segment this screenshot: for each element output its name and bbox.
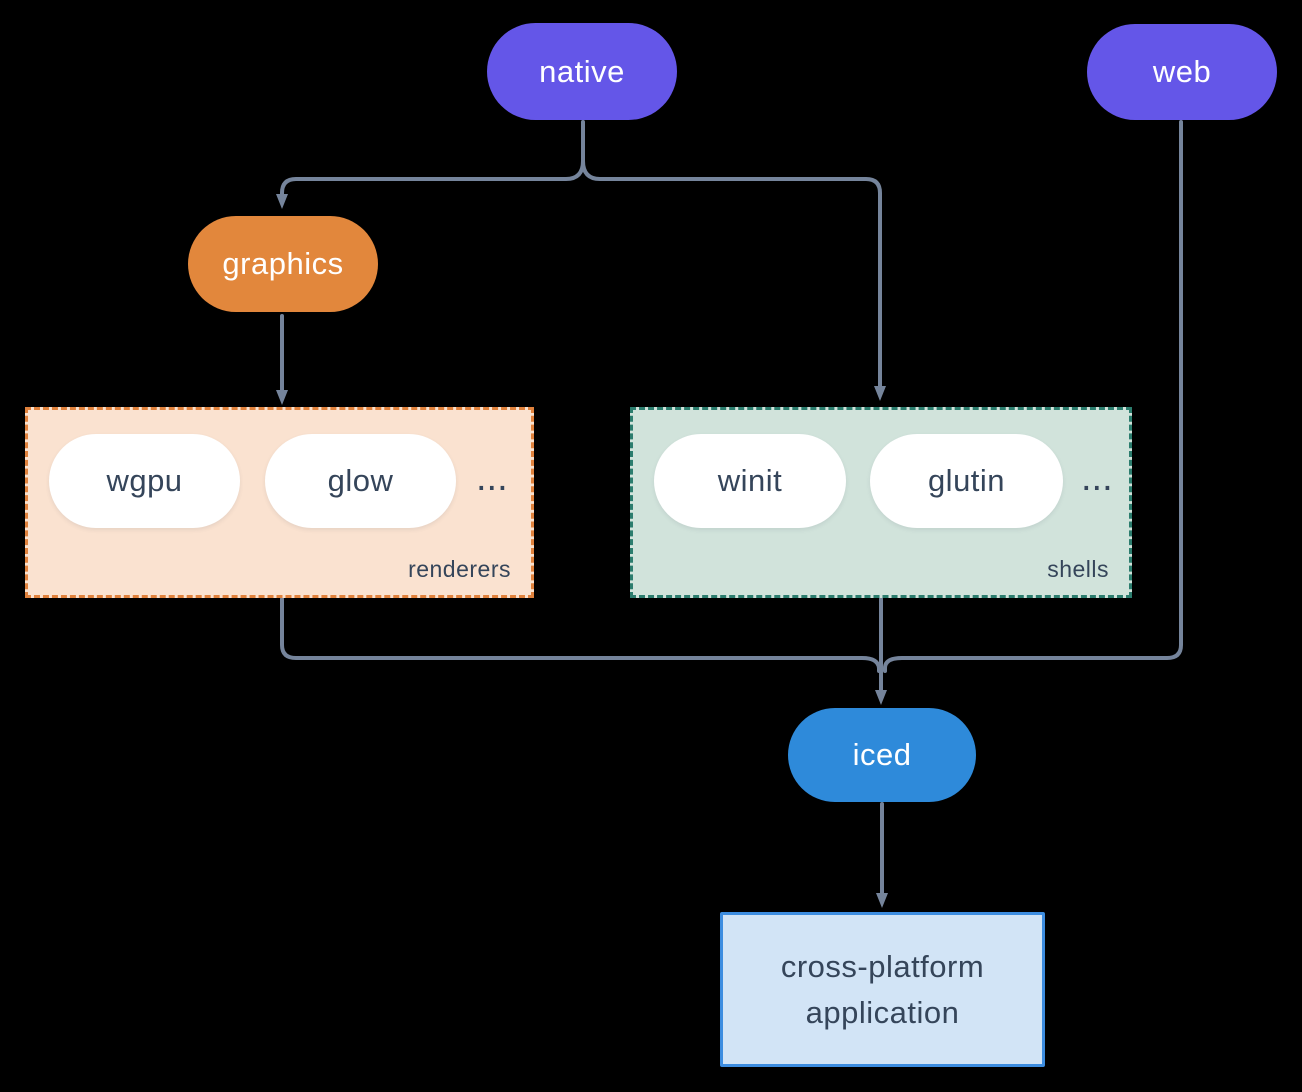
renderers-ellipsis: ...	[476, 457, 508, 499]
group-shells: winit glutin ... shells	[630, 407, 1132, 598]
group-renderers: wgpu glow ... renderers	[25, 407, 534, 598]
node-glow: glow	[265, 434, 456, 528]
node-cross-platform-application: cross-platform application	[720, 912, 1045, 1067]
node-glutin: glutin	[870, 434, 1063, 528]
application-label-line2: application	[805, 994, 960, 1030]
shells-group-label: shells	[1047, 556, 1109, 582]
node-web: web	[1087, 24, 1277, 120]
node-winit: winit	[654, 434, 846, 528]
application-label-line1: cross-platform	[780, 948, 985, 984]
node-winit-label: winit	[717, 463, 783, 498]
node-graphics-label: graphics	[222, 246, 344, 281]
edge-web-to-merge	[883, 120, 1183, 673]
shells-ellipsis: ...	[1081, 457, 1113, 499]
node-wgpu: wgpu	[49, 434, 240, 528]
edge-native-to-shells	[581, 159, 886, 401]
node-glutin-label: glutin	[927, 463, 1006, 498]
node-wgpu-label: wgpu	[106, 463, 183, 498]
edge-native-to-graphics	[276, 159, 585, 209]
node-web-label: web	[1152, 54, 1212, 89]
node-iced: iced	[788, 708, 976, 802]
renderers-group-label: renderers	[408, 556, 511, 582]
node-glow-label: glow	[327, 463, 394, 498]
node-native: native	[487, 23, 677, 120]
node-native-label: native	[539, 53, 625, 89]
node-graphics: graphics	[188, 216, 378, 312]
edge-renderers-to-merge	[280, 597, 881, 673]
node-iced-label: iced	[852, 737, 912, 772]
